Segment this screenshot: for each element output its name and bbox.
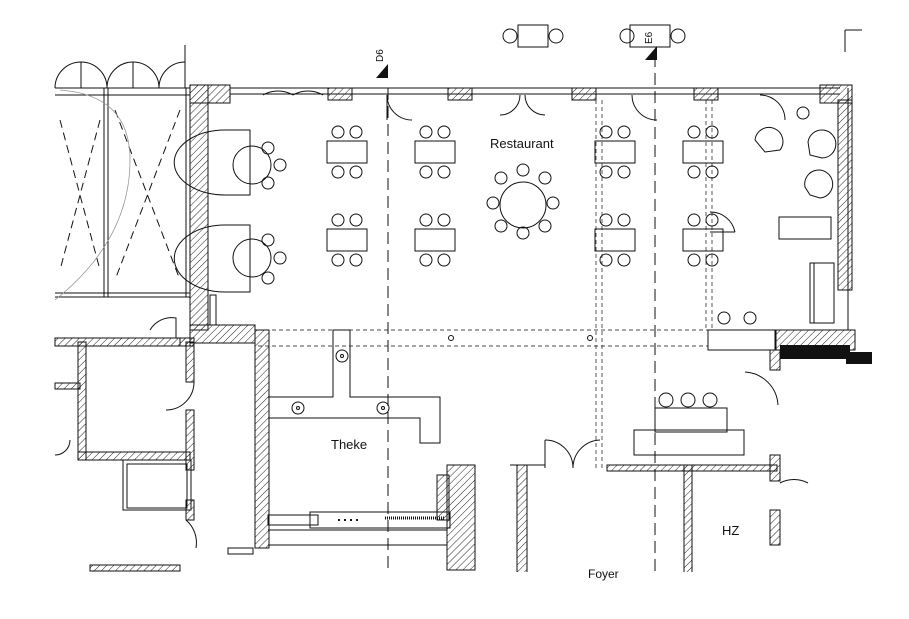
chair xyxy=(687,165,701,179)
chair xyxy=(349,125,363,139)
chair xyxy=(331,213,345,227)
chair xyxy=(617,253,631,267)
chair xyxy=(331,165,345,179)
table xyxy=(326,228,368,252)
table xyxy=(594,228,636,252)
vestibule xyxy=(54,45,190,301)
room-label-foyer: Foyer xyxy=(588,567,619,581)
room-label-theke: Theke xyxy=(331,437,367,452)
chair xyxy=(349,165,363,179)
table xyxy=(682,140,724,164)
room-label-hz: HZ xyxy=(722,523,739,538)
chair xyxy=(437,165,451,179)
chair xyxy=(437,213,451,227)
chair xyxy=(599,165,613,179)
chair xyxy=(705,253,719,267)
chair xyxy=(419,213,433,227)
table xyxy=(594,140,636,164)
chair xyxy=(349,213,363,227)
chair xyxy=(331,253,345,267)
section-marker-e6: E6 xyxy=(644,31,655,44)
foyer-hz-walls xyxy=(510,349,809,572)
table xyxy=(682,228,724,252)
chair xyxy=(599,213,613,227)
chair xyxy=(437,125,451,139)
chair xyxy=(617,213,631,227)
table xyxy=(414,228,456,252)
chair xyxy=(599,125,613,139)
chair xyxy=(599,253,613,267)
service-rooms xyxy=(54,317,254,572)
chair xyxy=(687,213,701,227)
exterior-tables xyxy=(502,24,686,48)
table xyxy=(326,140,368,164)
chair xyxy=(687,253,701,267)
chair xyxy=(419,253,433,267)
chair xyxy=(437,253,451,267)
lounge-furniture xyxy=(717,106,837,325)
chair xyxy=(705,125,719,139)
chair xyxy=(617,165,631,179)
chair xyxy=(687,125,701,139)
section-axes xyxy=(376,46,657,572)
chair xyxy=(419,165,433,179)
restaurant-walls xyxy=(189,84,872,470)
section-marker-d6: D6 xyxy=(375,49,386,62)
chair xyxy=(705,213,719,227)
chair xyxy=(617,125,631,139)
table xyxy=(414,140,456,164)
bar-counter xyxy=(254,329,476,571)
booth-seating xyxy=(173,129,287,293)
chair xyxy=(419,125,433,139)
chair xyxy=(705,165,719,179)
chair xyxy=(349,253,363,267)
room-label-restaurant: Restaurant xyxy=(490,136,554,151)
dining-tables xyxy=(326,125,724,267)
round-table xyxy=(486,163,560,240)
chair xyxy=(331,125,345,139)
